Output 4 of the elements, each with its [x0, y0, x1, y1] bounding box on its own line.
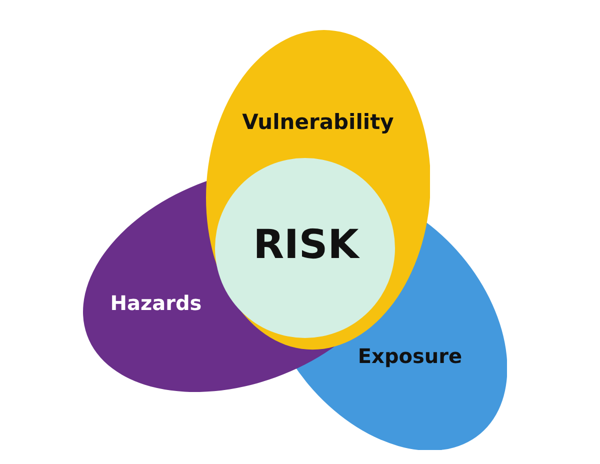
node-label: RISK [253, 222, 359, 268]
node-label: Exposure [358, 344, 462, 368]
node-label: Hazards [110, 290, 202, 315]
node-label: Vulnerability [242, 110, 394, 134]
